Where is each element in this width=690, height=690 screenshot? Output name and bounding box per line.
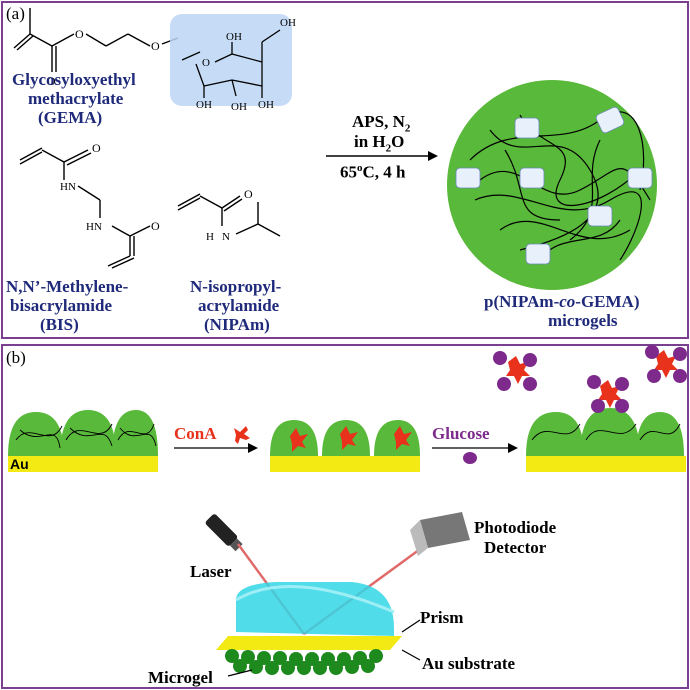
bis-o1: O <box>92 141 101 155</box>
prism <box>236 582 394 636</box>
sugar-ring <box>181 29 281 98</box>
reaction-n2-subscript: 2 <box>404 122 411 135</box>
reaction-conditions-line1: APS, N2 <box>352 112 410 134</box>
nipam-name-line1: N-isopropyl- <box>190 277 282 296</box>
released-complex-3 <box>645 345 687 383</box>
detector-label-line2: Detector <box>484 538 547 557</box>
step2-arrow-head <box>508 443 518 453</box>
sugar-oh-top: OH <box>280 17 296 29</box>
bis-name-line2: bisacrylamide <box>10 296 112 315</box>
sugar-oh-center: OH <box>231 101 247 113</box>
microgel-label: Microgel <box>148 668 213 687</box>
bis-structure <box>19 147 151 269</box>
laser-label: Laser <box>190 562 232 581</box>
released-complex-2 <box>587 375 629 413</box>
gema-name-line1: Glycosyloxyethyl <box>12 70 136 89</box>
panel-b <box>1 344 689 689</box>
reaction-solvent-pre: in H <box>354 132 386 151</box>
product-polymer-chains <box>469 111 651 261</box>
product-name-pre: p(NIPAm- <box>484 292 560 311</box>
sugar-oh-mid: OH <box>226 31 242 43</box>
detector-icon <box>410 512 470 556</box>
microgel-chains-step3 <box>531 423 681 441</box>
product-name-line1: p(NIPAm-co-GEMA) <box>484 292 640 312</box>
microgel-pointer <box>227 669 253 677</box>
prism-top <box>235 585 395 614</box>
au-label-step1: Au <box>10 456 29 472</box>
product-name-line2: microgels <box>548 311 618 330</box>
bis-name-line3: (BIS) <box>40 315 79 334</box>
laser-icon <box>205 514 243 552</box>
substrate-label: Au substrate <box>422 654 516 673</box>
step1-arrow-head <box>248 443 258 453</box>
microgel-chains-step1 <box>15 423 157 449</box>
cona-label: ConA <box>174 424 217 443</box>
gema-ether-o2: O <box>151 39 160 53</box>
gema-name-line3: (GEMA) <box>38 108 103 127</box>
sugar-oh-left: OH <box>196 99 212 111</box>
reaction-conditions-line3: 65oC, 4 h <box>340 162 405 183</box>
reaction-temp: 65 <box>340 162 357 182</box>
gema-ester-o: O <box>47 74 56 88</box>
reaction-reagent: APS, N <box>352 112 405 131</box>
bis-o2: O <box>151 219 160 233</box>
glucose-label: Glucose <box>432 424 490 443</box>
reaction-time: C, 4 h <box>362 162 406 182</box>
reaction-conditions-line2: in H2O <box>354 132 404 154</box>
reaction-arrow-head <box>428 151 438 161</box>
panel-a <box>1 1 689 339</box>
bis-nh: HN <box>86 221 102 233</box>
product-name-post: -GEMA) <box>575 292 640 311</box>
product-sugar-units <box>455 106 653 265</box>
substrate-pointer <box>401 649 421 661</box>
prism-pointer <box>401 619 421 633</box>
gema-ether-o1: O <box>75 27 84 41</box>
gema-name-line2: methacrylate <box>28 89 124 108</box>
reaction-solvent-post: O <box>391 132 405 151</box>
bis-hn: HN <box>60 181 76 193</box>
prism-label: Prism <box>420 608 464 627</box>
panel-a-label: (a) <box>6 4 25 23</box>
nipam-name-line3: (NIPAm) <box>204 315 270 334</box>
sugar-ring-o: O <box>202 57 210 69</box>
bis-name-line1: N,N’-Methylene- <box>6 277 129 296</box>
substrate-setup <box>216 636 402 650</box>
microgel-beads <box>225 649 383 675</box>
reaction-degree: o <box>357 162 363 174</box>
nipam-h: H <box>206 231 214 243</box>
substrate-step3 <box>526 456 686 472</box>
nipam-structure <box>177 193 281 237</box>
nipam-name-line2: acrylamide <box>198 296 280 315</box>
microgels-step3 <box>526 408 684 456</box>
substrate-step1 <box>8 456 158 472</box>
released-complex-1 <box>493 351 537 391</box>
cona-icon <box>234 426 250 444</box>
reaction-h2o-subscript: 2 <box>385 142 392 155</box>
glucose-icon <box>463 452 477 464</box>
cona-bound <box>290 426 412 452</box>
panel-a-drawing: O O O O OH OH OH OH OH <box>13 8 657 290</box>
nipam-n: N <box>222 231 230 243</box>
sugar-oh-right: OH <box>258 99 274 111</box>
product-name-italic: co <box>559 292 576 311</box>
nipam-o: O <box>244 187 253 201</box>
panel-b-label: (b) <box>6 348 26 367</box>
substrate-step2 <box>270 456 420 472</box>
detector-label-line1: Photodiode <box>474 518 557 537</box>
